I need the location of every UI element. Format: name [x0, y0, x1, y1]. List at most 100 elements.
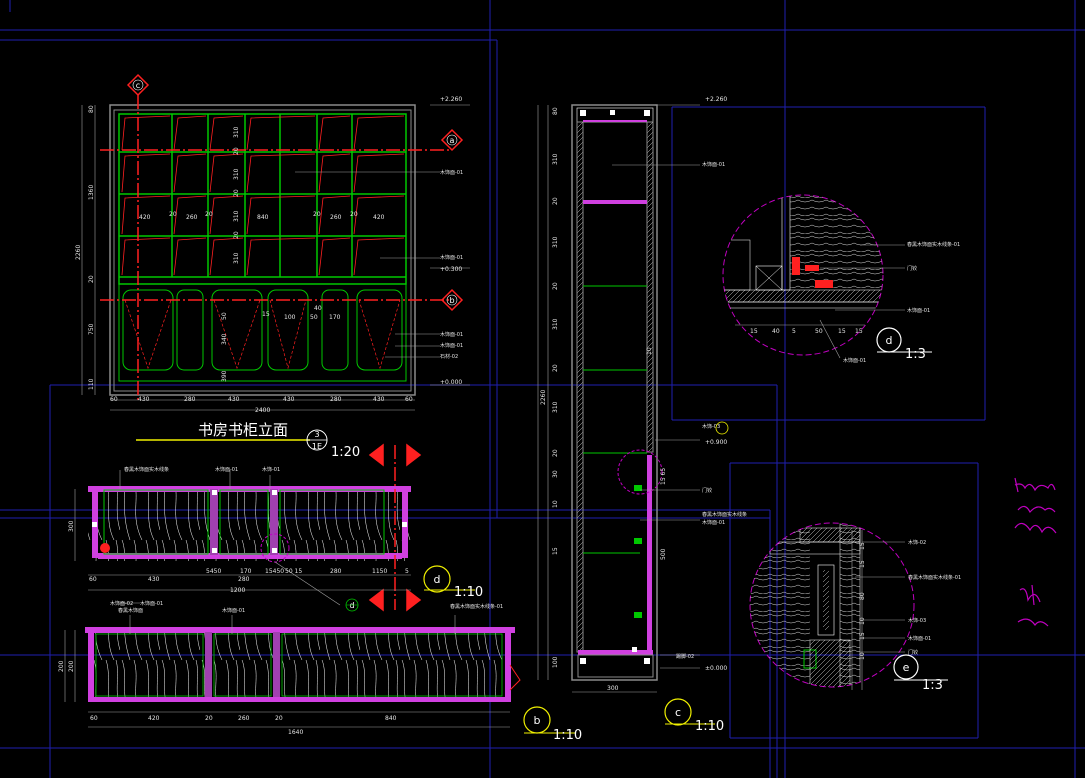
section-mark-c[interactable]: c [126, 73, 150, 97]
svg-text:木饰面-01: 木饰面-01 [440, 169, 463, 176]
svg-text:80: 80 [88, 105, 95, 113]
svg-text:+0.000: +0.000 [440, 379, 462, 386]
svg-text:10: 10 [859, 652, 866, 660]
svg-text:2260: 2260 [75, 245, 82, 260]
section-c-notes: 木饰面-01 木饰-03 门铰 春黑木饰面实木线条 木饰面-01 踢脚-02 [676, 161, 747, 660]
svg-text:+0.900: +0.900 [705, 439, 727, 446]
svg-text:60: 60 [89, 576, 97, 583]
lower-cabinet-doors [118, 283, 407, 382]
svg-text:踢脚-02: 踢脚-02 [676, 653, 694, 660]
svg-text:60: 60 [90, 715, 98, 722]
svg-text:木饰面-01: 木饰面-01 [440, 254, 463, 261]
svg-text:e: e [903, 661, 910, 674]
svg-text:20: 20 [275, 715, 283, 722]
svg-text:15450: 15450 [265, 568, 284, 575]
svg-text:30: 30 [552, 470, 559, 478]
svg-text:春黑木饰面实木线条-01: 春黑木饰面实木线条-01 [908, 574, 961, 581]
plan-a-small-tag: d [345, 598, 359, 612]
section-mark-a[interactable]: a [440, 128, 464, 152]
svg-text:50: 50 [221, 312, 228, 320]
svg-text:+2.260: +2.260 [705, 96, 727, 103]
svg-text:200: 200 [58, 660, 65, 672]
bookcase-elevation: c a b 80 1360 [75, 73, 470, 460]
svg-text:1640: 1640 [288, 729, 303, 736]
svg-text:a: a [450, 136, 455, 145]
svg-text:20: 20 [205, 715, 213, 722]
section-c-left-dims: 80 310 20 310 20 310 20 310 20 30 10 15 … [540, 107, 559, 668]
svg-text:木饰-03: 木饰-03 [702, 423, 720, 430]
svg-text:3: 3 [314, 430, 319, 439]
plan-section-upper: 春黑木饰面实木线条 木饰面-01 木饰-01 木饰面-02 木饰面-01 60 … [68, 443, 483, 612]
svg-text:430: 430 [138, 396, 150, 403]
svg-text:20: 20 [313, 211, 321, 218]
svg-text:20: 20 [233, 231, 240, 239]
svg-text:100: 100 [284, 314, 296, 321]
svg-text:15: 15 [859, 632, 866, 640]
svg-text:280: 280 [330, 568, 342, 575]
elevation-material-notes: 木饰面-01 木饰面-01 木饰面-01 木饰面-01 石材-02 [440, 169, 463, 360]
svg-text:木饰面-01: 木饰面-01 [843, 357, 866, 364]
svg-text:+2.260: +2.260 [440, 96, 462, 103]
plan-b-dims: 60 420 20 260 20 840 1640 200 200 [58, 660, 397, 736]
svg-text:15: 15 [855, 328, 863, 335]
svg-text:木饰面-01: 木饰面-01 [908, 635, 931, 642]
svg-text:b: b [534, 714, 541, 727]
svg-text:50: 50 [815, 328, 823, 335]
svg-text:1:3: 1:3 [905, 347, 926, 362]
plan-b-callout: b 1:10 [523, 706, 582, 743]
detail-e-callout: e 1:3 [893, 654, 948, 693]
svg-text:840: 840 [385, 715, 397, 722]
svg-text:40: 40 [314, 305, 322, 312]
svg-text:500: 500 [660, 548, 667, 560]
svg-text:木饰面-01: 木饰面-01 [215, 466, 238, 473]
svg-text:310: 310 [233, 252, 240, 264]
svg-text:d: d [886, 334, 893, 347]
svg-text:60: 60 [110, 396, 118, 403]
svg-text:木饰-01: 木饰-01 [262, 466, 280, 473]
svg-text:80: 80 [859, 592, 866, 600]
svg-text:420: 420 [139, 214, 151, 221]
svg-text:1:10: 1:10 [695, 719, 724, 734]
svg-text:310: 310 [552, 401, 559, 413]
svg-text:260: 260 [330, 214, 342, 221]
svg-text:15: 15 [838, 328, 846, 335]
svg-text:420: 420 [148, 715, 160, 722]
plan-b-notes: 春黑木饰面 木饰面-01 春黑木饰面实木线条-01 [118, 603, 503, 614]
section-mark-b[interactable]: b [440, 288, 464, 312]
svg-text:d: d [349, 601, 354, 610]
svg-text:420: 420 [373, 214, 385, 221]
svg-text:300: 300 [68, 520, 75, 532]
svg-text:310: 310 [233, 168, 240, 180]
svg-text:260: 260 [186, 214, 198, 221]
svg-text:b: b [449, 296, 454, 305]
svg-text:1E: 1E [312, 442, 322, 451]
svg-text:20: 20 [169, 211, 177, 218]
svg-text:1:10: 1:10 [553, 728, 582, 743]
svg-text:170: 170 [329, 314, 341, 321]
svg-text:15 65: 15 65 [660, 468, 667, 485]
svg-text:50: 50 [310, 314, 318, 321]
svg-text:310: 310 [233, 210, 240, 222]
svg-text:280: 280 [330, 396, 342, 403]
svg-text:春黑木饰面实木线条: 春黑木饰面实木线条 [124, 466, 169, 473]
svg-text:20: 20 [88, 275, 95, 283]
svg-text:春黑木饰面实木线条-01: 春黑木饰面实木线条-01 [907, 241, 960, 248]
svg-text:20: 20 [233, 147, 240, 155]
elevation-bottom-dims: 60 430 280 430 430 280 430 60 2400 [110, 396, 413, 414]
svg-text:20: 20 [552, 197, 559, 205]
svg-text:木饰面-01: 木饰面-01 [140, 600, 163, 607]
shelf-diagonals [121, 115, 405, 276]
door-diagonals [124, 299, 401, 370]
plan-section-lower: 春黑木饰面 木饰面-01 春黑木饰面实木线条-01 60 420 20 260 … [58, 603, 582, 743]
svg-text:1200: 1200 [230, 587, 245, 594]
svg-text:20: 20 [350, 211, 358, 218]
svg-text:5450: 5450 [206, 568, 221, 575]
elevation-dimension-lines [81, 104, 470, 411]
svg-text:木饰面-01: 木饰面-01 [440, 331, 463, 338]
elevation-outer-frame [109, 104, 416, 396]
svg-text:2400: 2400 [255, 407, 270, 414]
svg-text:110: 110 [88, 378, 95, 390]
svg-text:300: 300 [607, 685, 619, 692]
svg-text:80: 80 [552, 107, 559, 115]
